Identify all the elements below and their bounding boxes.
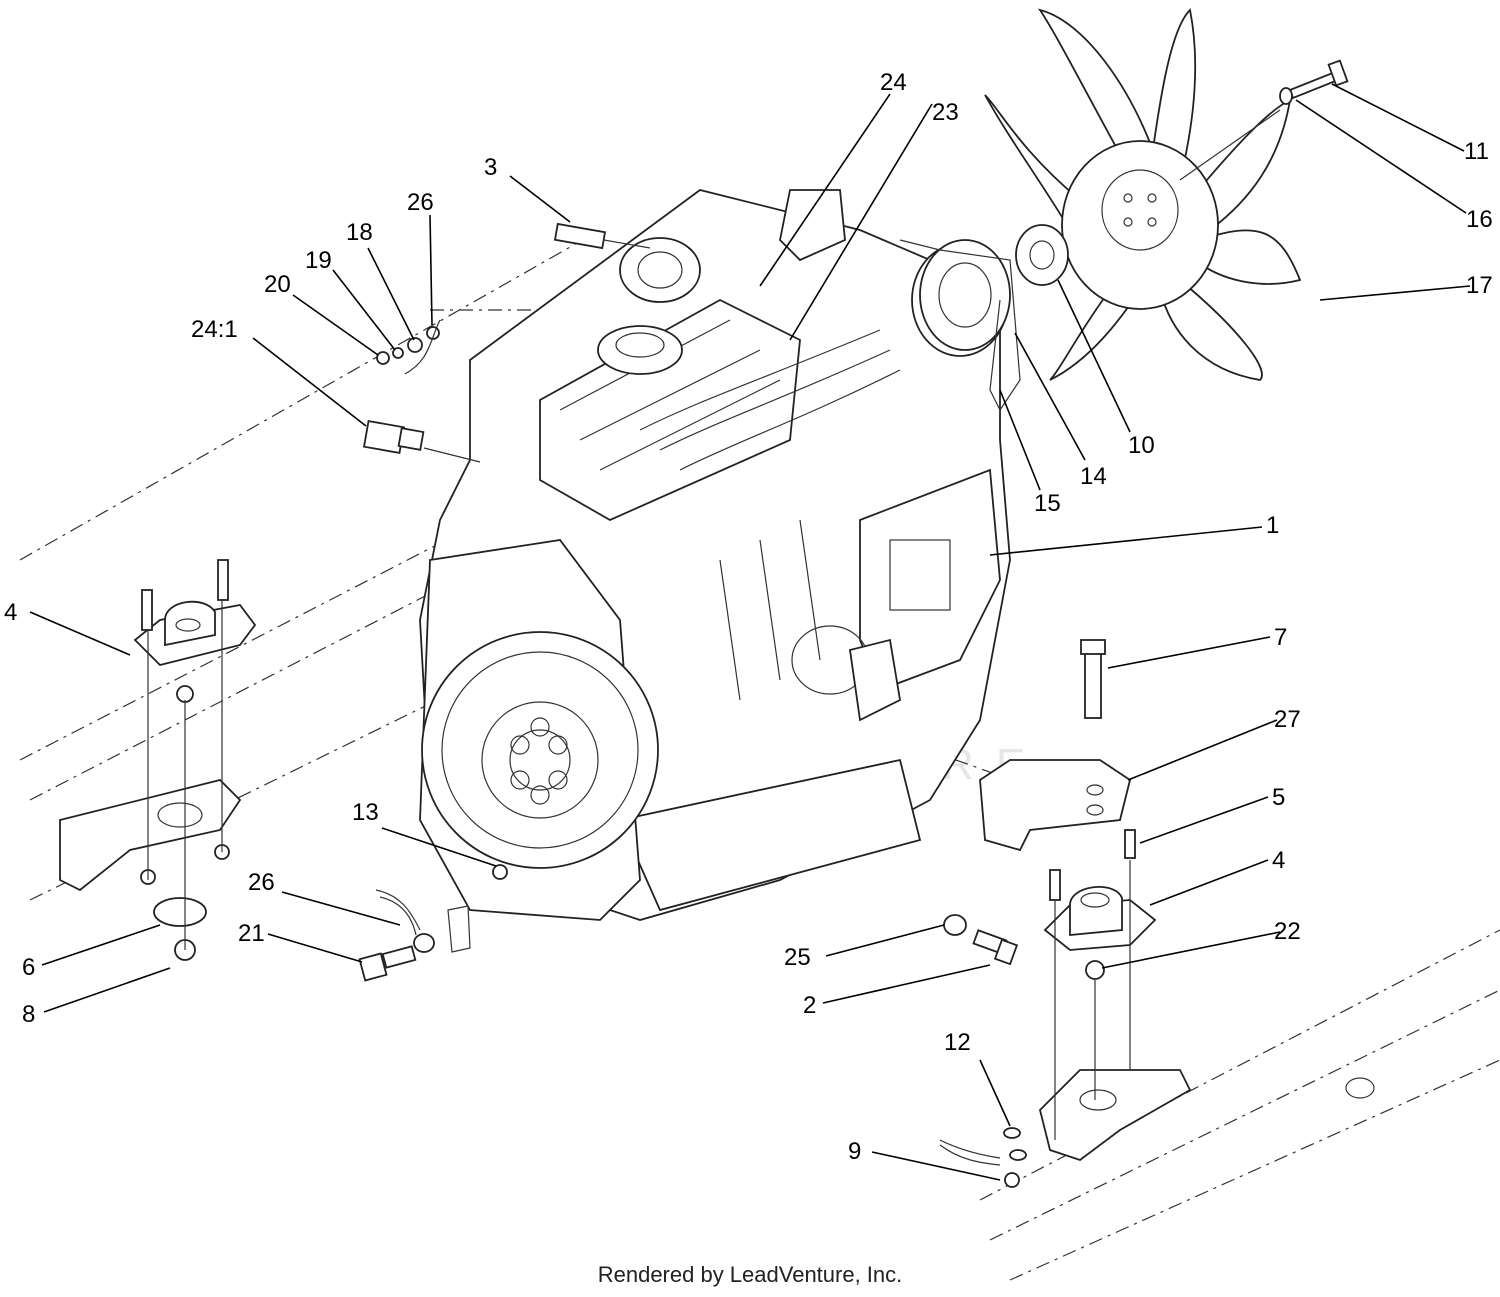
callout-12: 12 — [944, 1029, 971, 1056]
callout-24-1: 24:1 — [191, 316, 238, 343]
cooling-fan — [984, 8, 1302, 381]
callout-7: 7 — [1274, 624, 1287, 651]
fan-bolt-washer — [1279, 59, 1349, 105]
right-mount-assembly — [939, 639, 1375, 1188]
callout-16: 16 — [1466, 206, 1493, 233]
ground-hardware-top — [376, 319, 441, 375]
fan-spacer-pulley — [899, 109, 1281, 412]
callout-17: 17 — [1466, 272, 1493, 299]
callout-20: 20 — [264, 271, 291, 298]
callout-9: 9 — [848, 1138, 861, 1165]
callout-labels: 1 2 3 4 4 5 6 7 8 9 10 11 12 13 14 15 16… — [4, 69, 1493, 1165]
callout-8: 8 — [22, 1001, 35, 1028]
callout-18: 18 — [346, 219, 373, 246]
callout-26a: 26 — [407, 189, 434, 216]
callout-10: 10 — [1128, 432, 1155, 459]
sensor-and-connector — [362, 222, 651, 463]
callout-15: 15 — [1034, 490, 1061, 517]
callout-23: 23 — [932, 99, 959, 126]
callout-25: 25 — [784, 944, 811, 971]
callout-14: 14 — [1080, 463, 1107, 490]
bottom-hardware — [358, 864, 1019, 982]
callout-6: 6 — [22, 954, 35, 981]
callout-19: 19 — [305, 247, 332, 274]
callout-2: 2 — [803, 992, 816, 1019]
callout-1: 1 — [1266, 512, 1279, 539]
callout-26b: 26 — [248, 869, 275, 896]
leader-lines — [29, 83, 1471, 1181]
callout-11: 11 — [1464, 138, 1489, 165]
footer-credit: Rendered by LeadVenture, Inc. — [597, 1262, 903, 1287]
engine-assembly — [419, 189, 1011, 921]
callout-4b: 4 — [1272, 847, 1285, 874]
callout-4a: 4 — [4, 599, 17, 626]
callout-24: 24 — [880, 69, 907, 96]
callout-21: 21 — [238, 920, 265, 947]
callout-27: 27 — [1274, 706, 1301, 733]
left-mount-assembly — [59, 559, 257, 961]
callout-22: 22 — [1274, 918, 1301, 945]
callout-13: 13 — [352, 799, 379, 826]
callout-5: 5 — [1272, 784, 1285, 811]
callout-3: 3 — [484, 154, 497, 181]
